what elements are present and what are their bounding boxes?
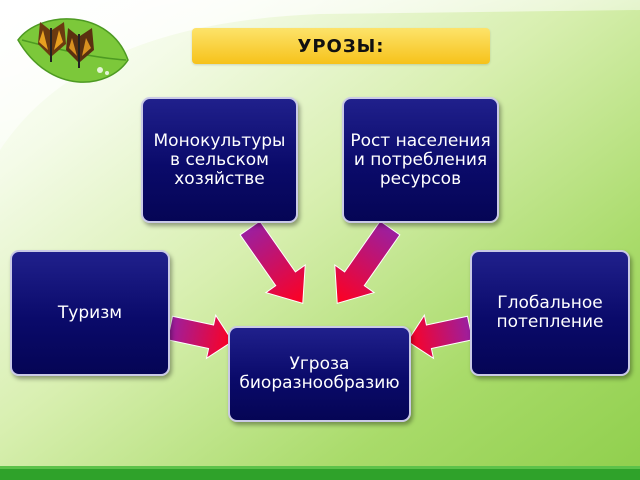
arrow-tourism <box>166 313 234 360</box>
box-biodiversity-threat: Угроза биоразнообразию <box>228 326 411 422</box>
butterfly-icon <box>17 18 129 83</box>
bottom-bar <box>0 466 640 480</box>
box-global-warming: Глобальное потепление <box>470 250 630 376</box>
box-population-label: Рост населения и потребления ресурсов <box>350 130 491 189</box>
title-banner: УРОЗЫ: <box>192 28 490 64</box>
box-population-growth: Рост населения и потребления ресурсов <box>342 97 499 223</box>
box-monocultures-label: Монокультуры в сельском хозяйстве <box>153 130 286 189</box>
box-threat-label: Угроза биоразнообразию <box>239 354 400 393</box>
arrow-monocultures <box>239 220 306 305</box>
box-monocultures: Монокультуры в сельском хозяйстве <box>141 97 298 223</box>
arrow-warming <box>406 313 474 360</box>
bottom-bar-highlight <box>0 466 640 469</box>
box-tourism-label: Туризм <box>57 302 123 323</box>
box-warming-label: Глобальное потепление <box>496 293 604 332</box>
title-text: УРОЗЫ: <box>297 35 385 57</box>
background-sweep <box>0 0 640 150</box>
box-tourism: Туризм <box>10 250 170 376</box>
arrow-population <box>334 220 401 305</box>
